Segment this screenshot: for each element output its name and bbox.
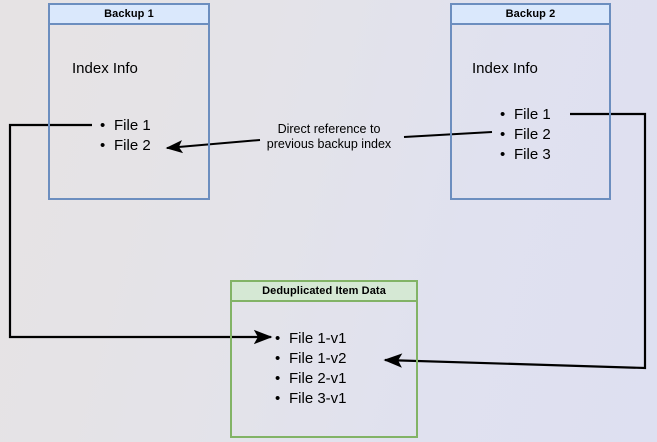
list-item: File 2 [100, 136, 151, 156]
backup2-file-list: File 1 File 2 File 3 [500, 105, 551, 165]
edge-direct-reference [165, 131, 493, 154]
edge-backup2-to-dedup [383, 112, 647, 370]
backup2-box[interactable] [450, 3, 611, 200]
edge-label-line-1: Direct reference to [277, 122, 381, 136]
backup2-header[interactable]: Backup 2 [450, 3, 611, 25]
list-item: File 1-v2 [275, 349, 347, 369]
list-item: File 3-v1 [275, 389, 347, 409]
backup1-file-list: File 1 File 2 [100, 116, 151, 156]
backup2-index-info-label: Index Info [472, 60, 538, 77]
edge-backup1-to-dedup [8, 123, 273, 345]
dedup-header[interactable]: Deduplicated Item Data [230, 280, 418, 302]
dedup-file-list: File 1-v1 File 1-v2 File 2-v1 File 3-v1 [275, 329, 347, 409]
backup1-header[interactable]: Backup 1 [48, 3, 210, 25]
direct-reference-edge-label: Direct reference to previous backup inde… [249, 122, 409, 152]
edge-label-line-2: previous backup index [266, 137, 392, 151]
backup1-index-info-label: Index Info [72, 60, 138, 77]
backup1-box[interactable] [48, 3, 210, 200]
list-item: File 1 [500, 105, 551, 125]
list-item: File 1-v1 [275, 329, 347, 349]
list-item: File 2-v1 [275, 369, 347, 389]
list-item: File 2 [500, 125, 551, 145]
list-item: File 3 [500, 145, 551, 165]
list-item: File 1 [100, 116, 151, 136]
